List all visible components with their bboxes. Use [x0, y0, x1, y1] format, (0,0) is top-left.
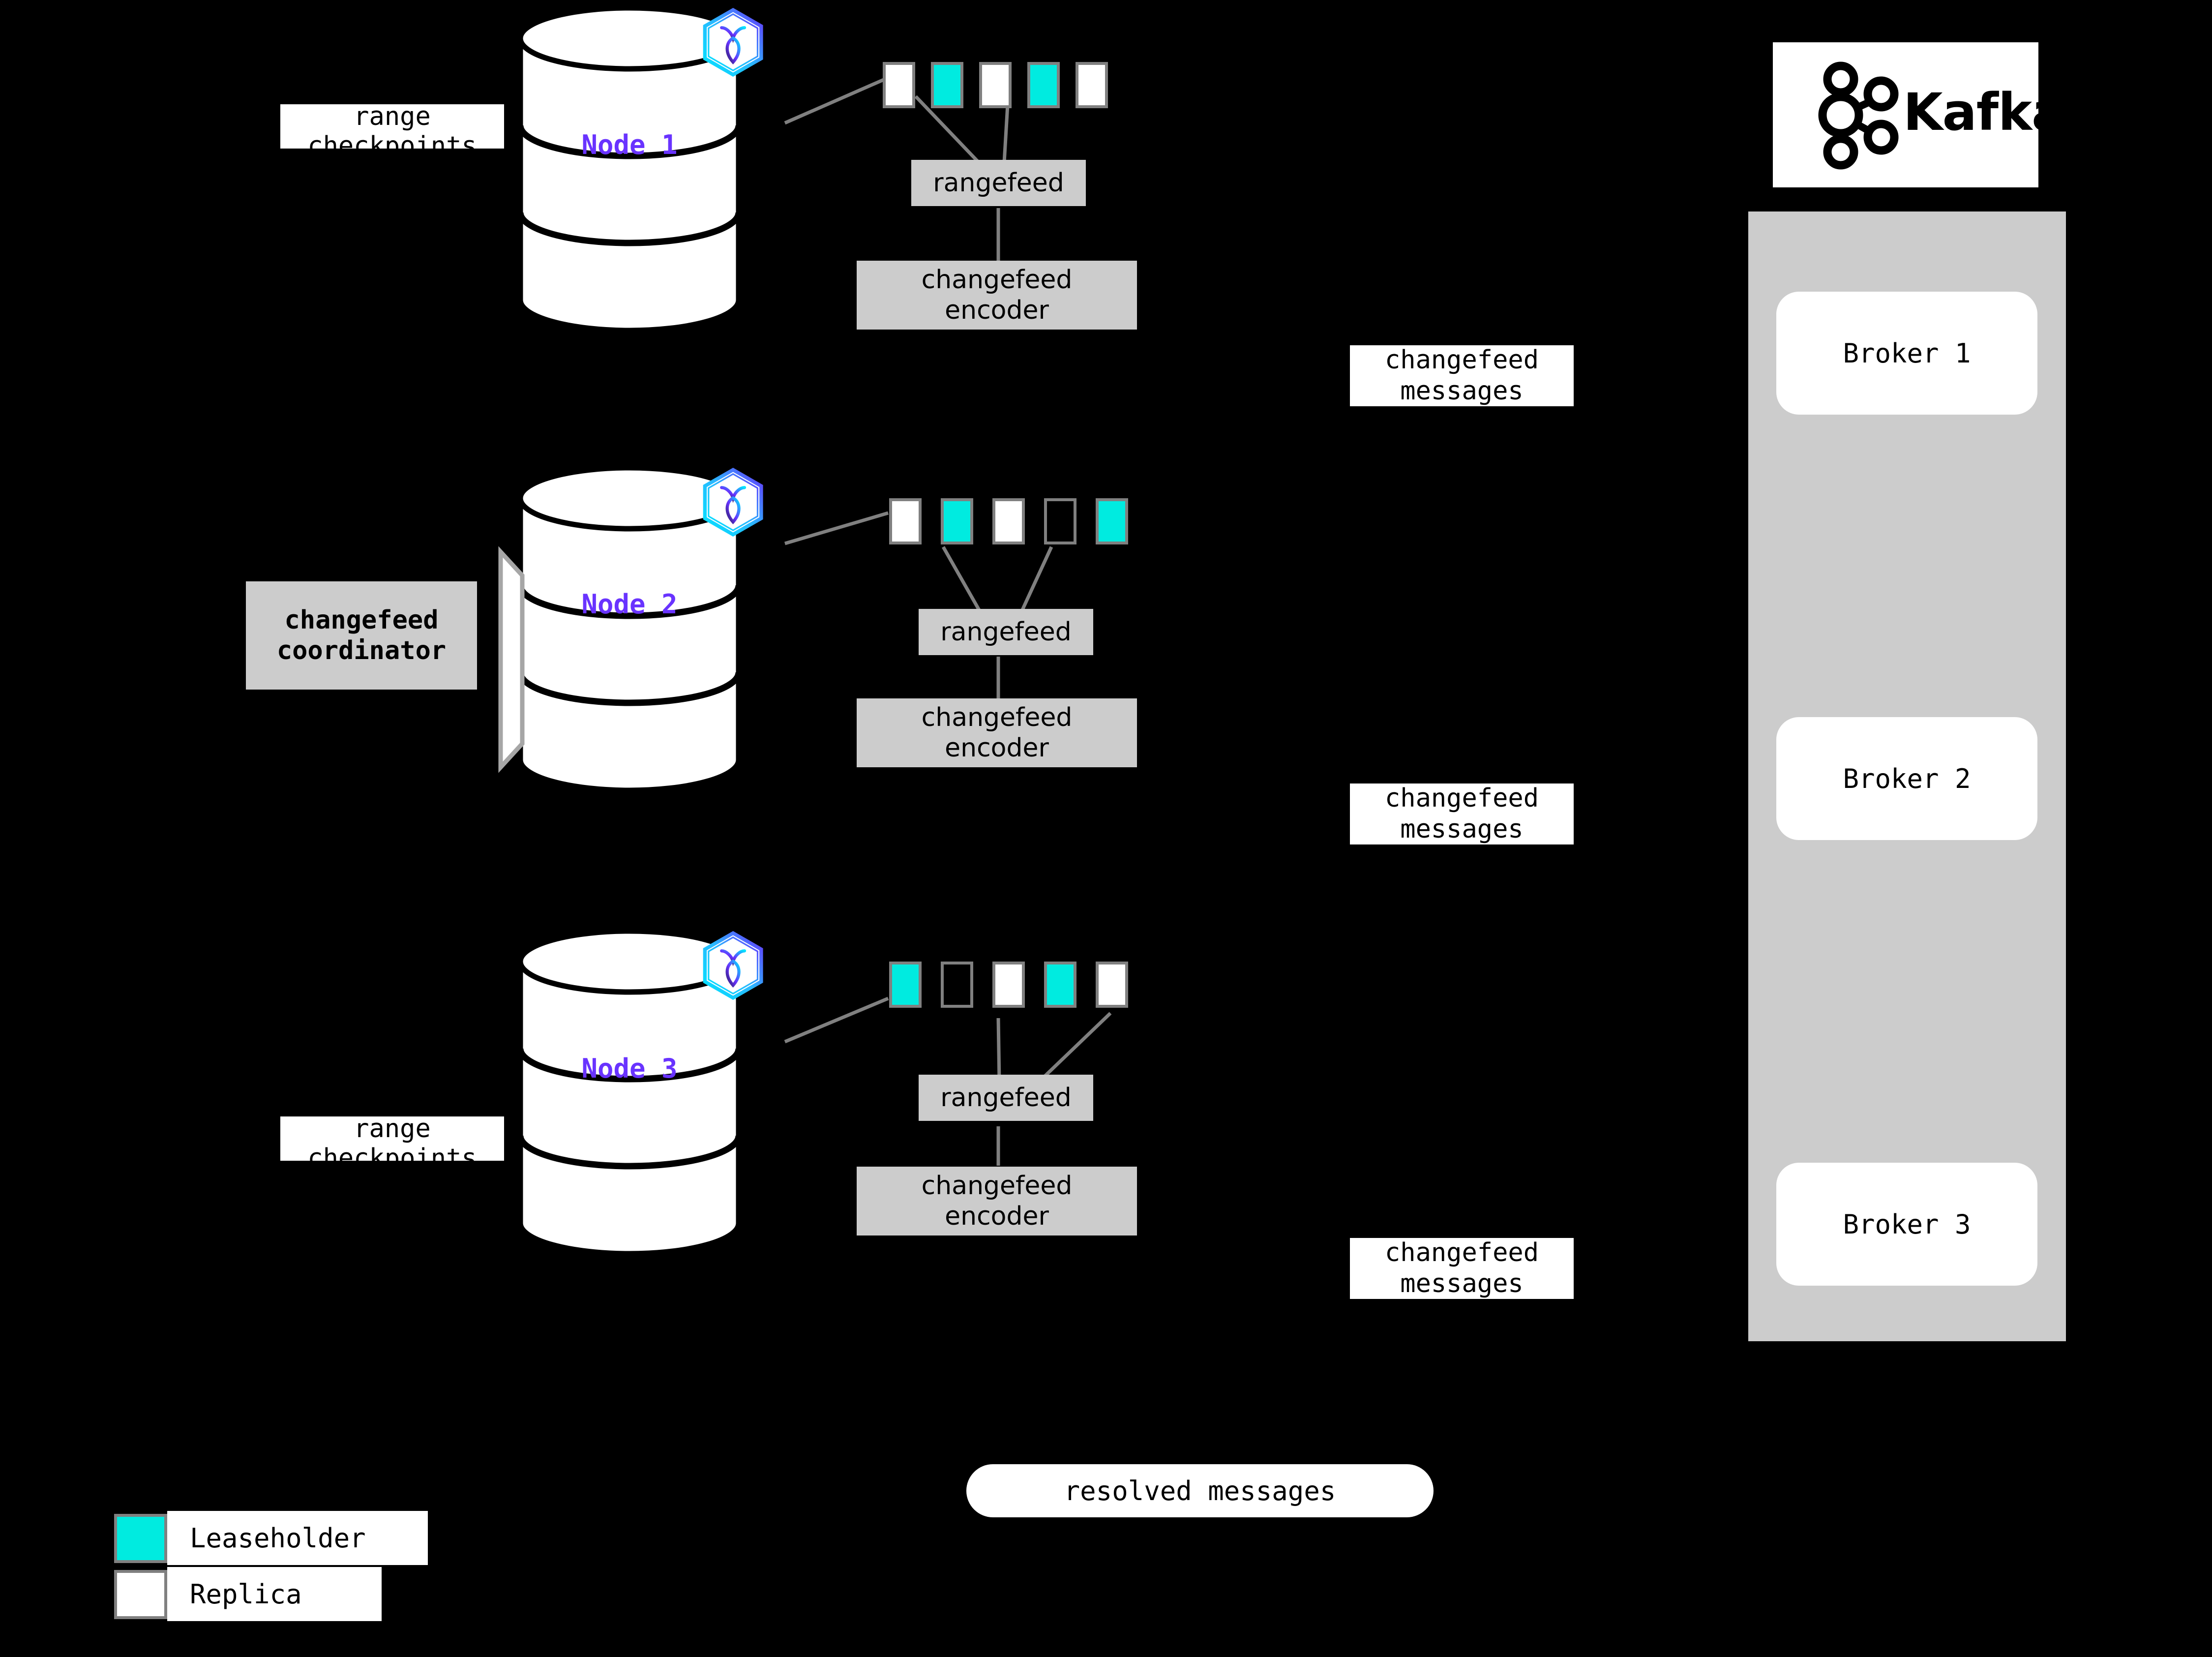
- legend-swatch-replica: [114, 1570, 167, 1619]
- range-node-2-2[interactable]: [941, 498, 973, 544]
- node-3-label: Node 3: [581, 1053, 678, 1084]
- range-checkpoints-label-node-1: range checkpoints: [280, 102, 504, 161]
- range-checkpoints-label-node-3: range checkpoints: [280, 1114, 504, 1173]
- broker-1[interactable]: Broker 1: [1776, 292, 2037, 415]
- changefeed-coordinator-pointer: [498, 546, 525, 773]
- cockroachdb-hex-icon: [703, 467, 763, 537]
- rangefeed-box-node-2[interactable]: rangefeed: [919, 609, 1093, 655]
- range-node-3-1[interactable]: [889, 962, 922, 1008]
- range-node-2-5[interactable]: [1096, 498, 1128, 544]
- range-node-2-3[interactable]: [992, 498, 1025, 544]
- node-3-connector-lines: [784, 996, 1112, 1166]
- range-node-1-2[interactable]: [931, 62, 963, 108]
- cockroachdb-hex-icon: [703, 7, 763, 77]
- range-node-1-3[interactable]: [979, 62, 1012, 108]
- rangefeed-box-node-3[interactable]: rangefeed: [919, 1075, 1093, 1121]
- node-1-cylinder: [517, 5, 742, 333]
- range-node-1-5[interactable]: [1076, 62, 1108, 108]
- broker-2[interactable]: Broker 2: [1776, 717, 2037, 840]
- kafka-logo-icon: Kafka: [1818, 61, 2066, 169]
- node-2-connector-lines: [784, 511, 1053, 701]
- range-node-3-2[interactable]: [941, 962, 973, 1008]
- resolved-messages-pill[interactable]: resolved messages: [966, 1464, 1434, 1517]
- range-node-3-5[interactable]: [1096, 962, 1128, 1008]
- rangefeed-box-node-1[interactable]: rangefeed: [911, 160, 1086, 206]
- cockroachdb-hex-icon: [703, 931, 763, 1000]
- range-node-1-4[interactable]: [1027, 62, 1060, 108]
- range-node-3-4[interactable]: [1044, 962, 1076, 1008]
- legend-label-replica: Replica: [167, 1567, 382, 1621]
- range-node-1-1[interactable]: [883, 62, 915, 108]
- range-node-2-4[interactable]: [1044, 498, 1076, 544]
- node-2-cylinder: [517, 465, 742, 793]
- node-3-cylinder: [517, 928, 742, 1257]
- range-node-2-1[interactable]: [889, 498, 922, 544]
- broker-3[interactable]: Broker 3: [1776, 1163, 2037, 1286]
- legend-swatch-leaseholder: [114, 1514, 167, 1563]
- node-2-label: Node 2: [581, 588, 678, 620]
- range-node-3-3[interactable]: [992, 962, 1025, 1008]
- legend-label-leaseholder: Leaseholder: [167, 1511, 428, 1565]
- node-1-label: Node 1: [581, 129, 678, 160]
- kafka-wordmark: Kafka: [1903, 82, 2065, 142]
- kafka-inbound-arrow-icon: [2061, 344, 2083, 361]
- kafka-logo-box: Kafka: [1773, 42, 2066, 187]
